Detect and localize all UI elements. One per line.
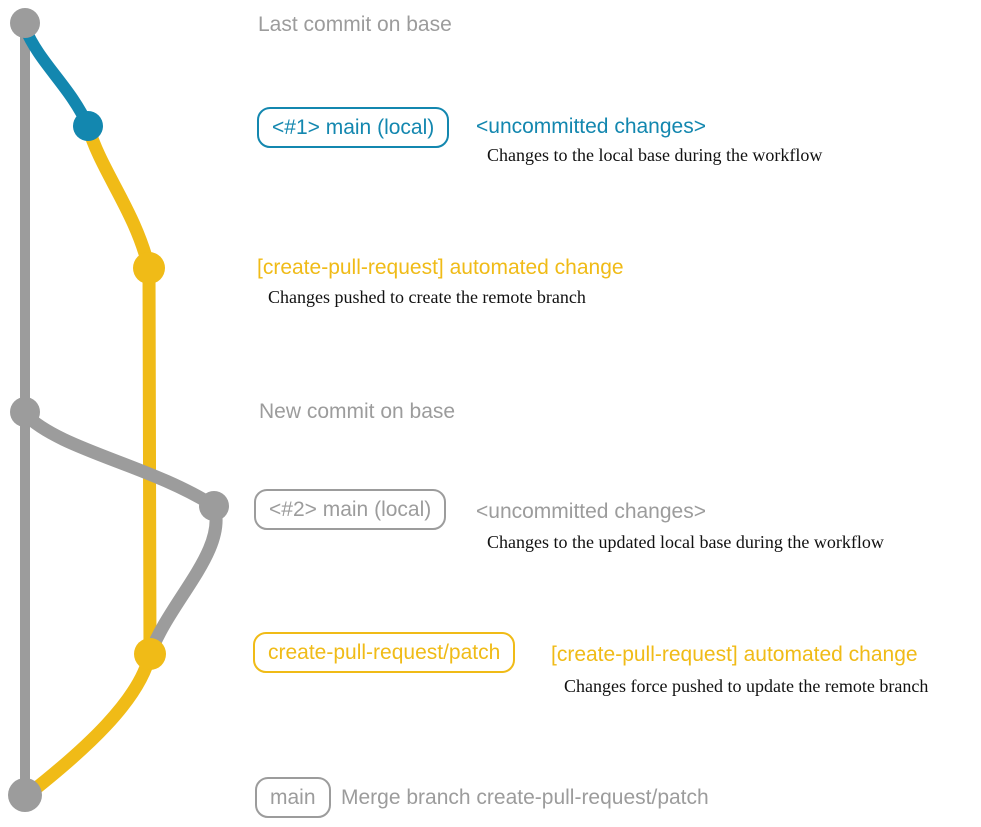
commit-node-last-base	[10, 8, 40, 38]
merge-commit-message: Merge branch create-pull-request/patch	[341, 786, 709, 809]
patch-branch-badge: create-pull-request/patch	[253, 632, 516, 673]
commit-node-local-main-1	[73, 111, 103, 141]
commit-node-automated-1	[133, 252, 165, 284]
new-commit-label: New commit on base	[259, 400, 456, 423]
last-commit-label: Last commit on base	[258, 13, 452, 36]
commit-node-local-main-2	[199, 491, 229, 521]
local-main-2-note: Changes to the updated local base during…	[487, 532, 884, 552]
automated-change-1-note: Changes pushed to create the remote bran…	[268, 287, 586, 307]
git-graph	[8, 8, 229, 812]
commit-node-automated-2	[134, 638, 166, 670]
automated-change-1-title: [create-pull-request] automated change	[257, 256, 624, 279]
local-main-1-branch-line	[19, 25, 94, 129]
local-main-2-status: <uncommitted changes>	[476, 500, 706, 523]
local-main-1-badge: <#1> main (local)	[257, 107, 450, 148]
automated-change-2-title: [create-pull-request] automated change	[551, 643, 918, 666]
automated-change-2-note: Changes force pushed to update the remot…	[564, 676, 929, 696]
local-main-1-status: <uncommitted changes>	[476, 115, 706, 138]
local-main-2-badge: <#2> main (local)	[254, 489, 447, 530]
main-branch-badge: main	[255, 777, 331, 818]
local-main-1-note: Changes to the local base during the wor…	[487, 145, 823, 165]
commit-node-merge	[8, 778, 42, 812]
local-main-2-branch-line	[20, 409, 223, 657]
commit-node-new-base	[10, 397, 40, 427]
